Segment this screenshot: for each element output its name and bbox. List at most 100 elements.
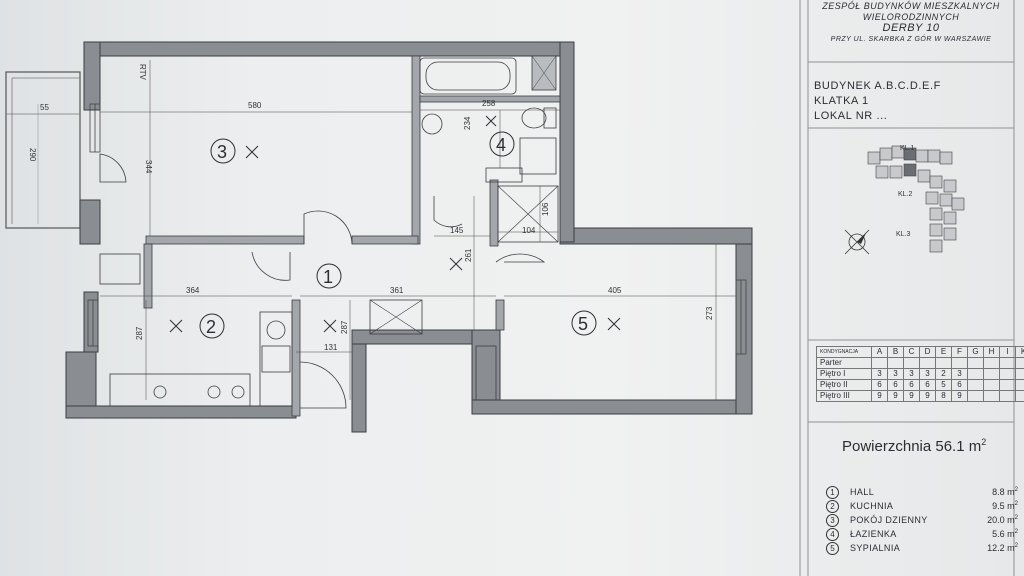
project-address: przy ul. Skarbka z Gór w Warszawie [830, 36, 992, 43]
dim-label: 106 [541, 202, 550, 216]
legend-area-value: 8.8 m [992, 487, 1015, 497]
table-cell: 9 [951, 390, 968, 402]
table-cell [967, 357, 984, 369]
table-column-header: E [935, 346, 952, 358]
project-name: DERBY 10 [882, 22, 940, 34]
table-cell: 6 [951, 379, 968, 391]
total-area-unit-sup: 2 [981, 437, 987, 447]
legend-room-area: 9.5 m2 [992, 501, 1018, 511]
dim-label: 55 [40, 103, 49, 112]
table-column-header: I [999, 346, 1016, 358]
dim-label: 361 [390, 286, 404, 295]
table-row-label: Piętro III [816, 390, 872, 402]
unit-label: LOKAL NR ... [814, 110, 888, 122]
dim-label: 261 [464, 248, 473, 262]
legend-row: 4 ŁAZIENKA 5.6 m2 [826, 528, 1022, 541]
dim-label: 287 [340, 320, 349, 334]
table-column-header: H [983, 346, 1000, 358]
legend-number: 5 [826, 542, 839, 555]
dim-label: 364 [186, 286, 200, 295]
table-cell: 9 [871, 390, 888, 402]
legend-area-value: 5.6 m [992, 529, 1015, 539]
table-cell: 9 [887, 390, 904, 402]
table-cell: 6 [903, 379, 920, 391]
building-label: BUDYNEK A.B.C.D.E.F [814, 80, 941, 92]
keyplan-label: KL.1 [900, 145, 915, 152]
kitchen-fixtures [99, 253, 497, 407]
table-cell [935, 357, 952, 369]
legend-room-name: HALL [850, 487, 875, 497]
table-cell: 3 [871, 368, 888, 380]
keyplan-label: KL.3 [896, 231, 911, 238]
table-cell: 2 [935, 368, 952, 380]
table-column-header: K [1015, 346, 1024, 358]
interior-walls [143, 55, 561, 417]
table-cell [999, 379, 1016, 391]
staircase-label: KLATKA 1 [814, 95, 869, 107]
room-markers [169, 115, 621, 333]
dim-label: 405 [608, 286, 622, 295]
dim-label: 234 [463, 116, 472, 130]
table-row-label: Piętro I [816, 368, 872, 380]
table-cell: 6 [919, 379, 936, 391]
bathroom-fixtures [419, 55, 559, 243]
room-number-4: 4 [496, 135, 506, 155]
dim-label: 290 [28, 148, 37, 162]
dim-label: 273 [705, 306, 714, 320]
dim-label: 131 [324, 343, 338, 352]
room-number-5: 5 [578, 314, 588, 334]
table-cell [951, 357, 968, 369]
table-cell [1015, 390, 1024, 402]
table-cell [887, 357, 904, 369]
project-line-1: Zespół budynków mieszkalnych [822, 1, 1000, 11]
room-number-1: 1 [323, 267, 333, 287]
table-cell: 3 [887, 368, 904, 380]
total-area: Powierzchnia 56.1 m2 [842, 437, 986, 455]
table-cell [983, 379, 1000, 391]
legend-number: 3 [826, 514, 839, 527]
legend-room-area: 5.6 m2 [992, 529, 1018, 539]
key-plan [844, 145, 965, 255]
table-cell: 3 [951, 368, 968, 380]
legend-area-value: 12.2 m [987, 543, 1015, 553]
table-cell: 9 [903, 390, 920, 402]
room-number-3: 3 [217, 142, 227, 162]
legend-number: 4 [826, 528, 839, 541]
table-cell [1015, 368, 1024, 380]
table-row: Parter [816, 357, 1024, 369]
legend-area-sup: 2 [1014, 501, 1018, 507]
dim-label: 580 [248, 101, 262, 110]
dim-label: 104 [522, 226, 536, 235]
dim-label: 287 [135, 326, 144, 340]
legend-room-name: ŁAZIENKA [850, 529, 897, 539]
total-area-label: Powierzchnia 56.1 m [842, 438, 982, 455]
table-cell [967, 368, 984, 380]
title-block: Zespół budynków mieszkalnych wielorodzin… [808, 0, 1014, 45]
table-cell: 5 [935, 379, 952, 391]
legend-area-sup: 2 [1014, 529, 1018, 535]
table-column-header: D [919, 346, 936, 358]
table-header-label: KONDYGNACJA [816, 346, 872, 358]
table-cell [967, 390, 984, 402]
table-column-header: B [887, 346, 904, 358]
rtv-annotation: RTV [138, 64, 147, 81]
table-cell [983, 390, 1000, 402]
dim-label: 258 [482, 99, 496, 108]
room-number-2: 2 [206, 317, 216, 337]
table-column-header: F [951, 346, 968, 358]
table-cell: 9 [919, 390, 936, 402]
balcony [5, 71, 81, 229]
table-column-header: G [967, 346, 984, 358]
legend-area-value: 20.0 m [987, 515, 1015, 525]
table-row-label: Parter [816, 357, 872, 369]
dim-label: 344 [144, 160, 153, 174]
